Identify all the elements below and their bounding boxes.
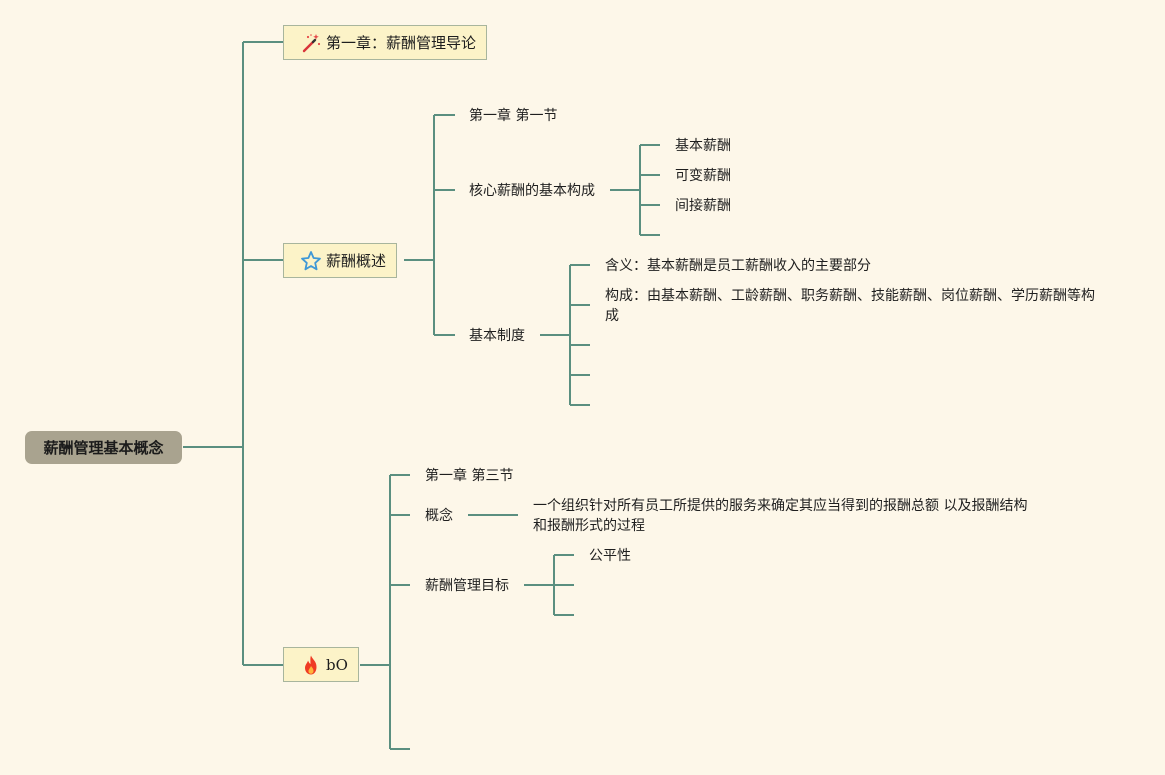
fire-icon <box>305 655 317 674</box>
topic-concept-label: 概念 <box>425 508 453 524</box>
topic-concept[interactable]: 概念 <box>425 506 453 526</box>
magic-wand-icon <box>302 33 321 52</box>
topic-basic-system[interactable]: 基本制度 <box>469 326 525 346</box>
topic-composition[interactable]: 构成：由基本薪酬、工龄薪酬、职务薪酬、技能薪酬、岗位薪酬、学历薪酬等构成 <box>605 286 1105 326</box>
topic-indirect-salary[interactable]: 间接薪酬 <box>675 196 731 216</box>
topic-fairness-label: 公平性 <box>589 548 631 564</box>
topic-salary-overview[interactable]: 薪酬概述 <box>283 243 398 278</box>
topic-variable-salary[interactable]: 可变薪酬 <box>675 166 731 186</box>
topic-basic-system-label: 基本制度 <box>469 328 525 344</box>
topic-base-salary-label: 基本薪酬 <box>675 138 731 154</box>
topic-composition-label: 构成：由基本薪酬、工龄薪酬、职务薪酬、技能薪酬、岗位薪酬、学历薪酬等构成 <box>605 288 1095 324</box>
topic-section1[interactable]: 第一章 第一节 <box>469 106 557 126</box>
topic-section1-label: 第一章 第一节 <box>469 108 558 124</box>
topic-indirect-salary-label: 间接薪酬 <box>675 198 731 214</box>
topic-mgmt-goal[interactable]: 薪酬管理目标 <box>425 576 509 596</box>
topic-salary-overview-label: 薪酬概述 <box>326 252 387 270</box>
topic-variable-salary-label: 可变薪酬 <box>675 168 731 184</box>
root-topic-label: 薪酬管理基本概念 <box>43 439 164 457</box>
topic-meaning[interactable]: 含义：基本薪酬是员工薪酬收入的主要部分 <box>605 256 871 276</box>
topic-bo[interactable]: bO <box>283 647 359 682</box>
topic-section3-label: 第一章 第三节 <box>425 468 514 484</box>
topic-meaning-label: 含义：基本薪酬是员工薪酬收入的主要部分 <box>605 258 871 274</box>
topic-core-salary-label: 核心薪酬的基本构成 <box>469 183 595 199</box>
topic-bo-label: bO <box>326 655 348 674</box>
topic-base-salary[interactable]: 基本薪酬 <box>675 136 731 156</box>
topic-chapter1-label: 第一章：薪酬管理导论 <box>326 34 477 52</box>
topic-concept-text-label: 一个组织针对所有员工所提供的服务来确定其应当得到的报酬总额 以及报酬结构和报酬形… <box>533 498 1028 534</box>
topic-section3[interactable]: 第一章 第三节 <box>425 466 513 486</box>
topic-core-salary[interactable]: 核心薪酬的基本构成 <box>469 181 595 201</box>
topic-chapter1[interactable]: 第一章：薪酬管理导论 <box>283 25 488 60</box>
topic-mgmt-goal-label: 薪酬管理目标 <box>425 578 509 594</box>
root-topic[interactable]: 薪酬管理基本概念 <box>25 431 182 464</box>
topic-concept-text[interactable]: 一个组织针对所有员工所提供的服务来确定其应当得到的报酬总额 以及报酬结构和报酬形… <box>533 496 1033 536</box>
star-icon <box>301 250 321 270</box>
topic-fairness[interactable]: 公平性 <box>589 546 631 566</box>
